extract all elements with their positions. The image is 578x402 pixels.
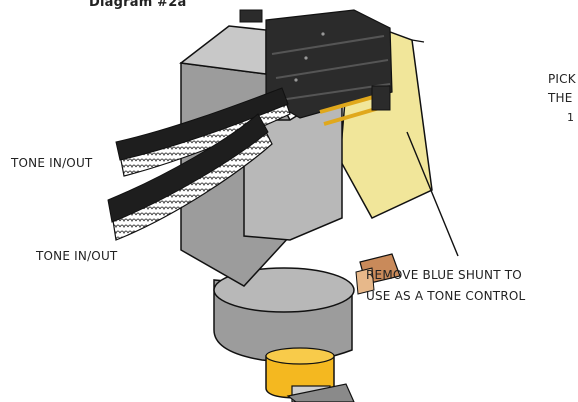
copper-tab-face	[355, 267, 375, 295]
connector-ridge-2	[275, 59, 389, 79]
connector-hole	[294, 78, 298, 82]
pot-body-front	[243, 86, 343, 241]
pickup-label-line3: 1	[567, 111, 575, 124]
cable-lower-jacket	[107, 113, 269, 223]
pickup-label-line2: THE	[548, 91, 573, 105]
remove-shunt-label-line1: REMOVE BLUE SHUNT TO	[366, 268, 522, 282]
diagram-title: Diagram #2a	[89, 0, 187, 10]
pot-shaft-cap	[265, 347, 335, 365]
tone-in-out-label-upper: TONE IN/OUT	[11, 156, 93, 170]
knurled-knob	[286, 383, 355, 402]
connector-hole	[304, 56, 308, 60]
pin-header	[371, 85, 391, 111]
connector-hole	[321, 32, 325, 36]
remove-shunt-label-line2: USE AS A TONE CONTROL	[366, 289, 526, 303]
pickup-label-line1: PICK	[548, 72, 576, 86]
connector-top-cap	[239, 9, 263, 23]
shunt-callout-line	[406, 131, 459, 257]
connector-ridge-1	[271, 35, 385, 55]
tone-in-out-label-lower: TONE IN/OUT	[36, 249, 118, 263]
circuit-board-edge	[411, 39, 425, 43]
